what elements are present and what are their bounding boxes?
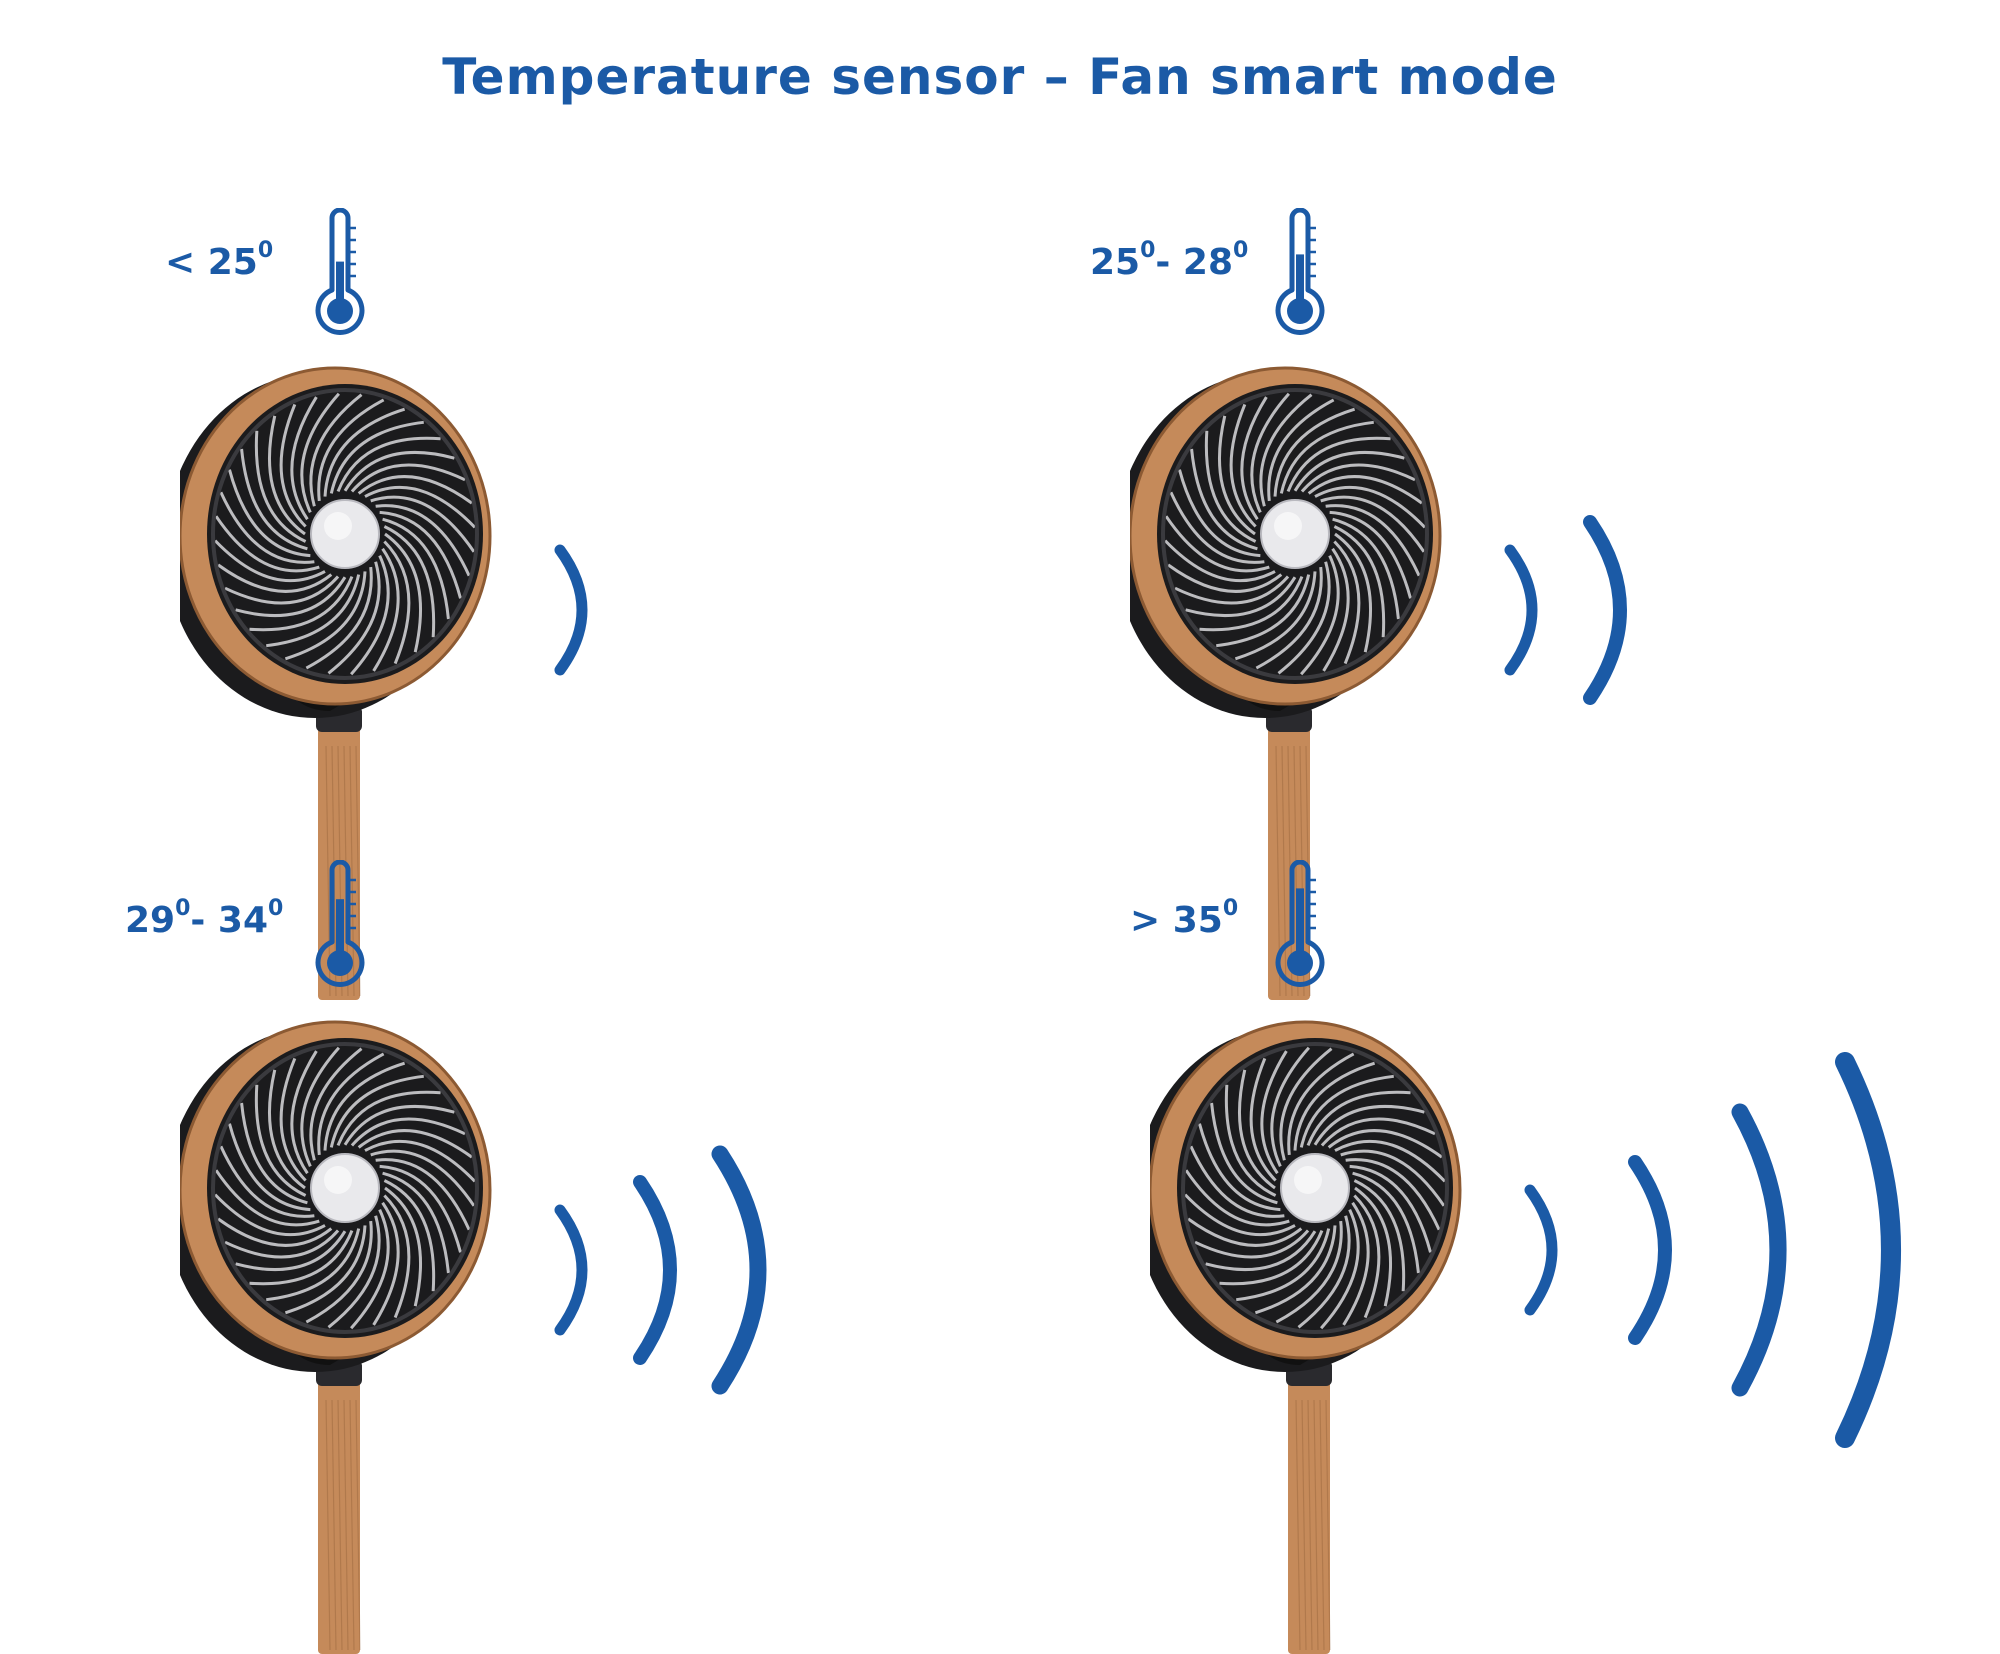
- airflow-wave-icon: [1524, 1184, 1558, 1316]
- thermometer-icon: [315, 208, 365, 335]
- thermometer-icon: [315, 860, 365, 987]
- airflow-waves: [554, 544, 588, 676]
- panel-mode-2: 250- 280: [960, 180, 1960, 1000]
- fan-illustration: [180, 366, 492, 1000]
- temp-range-label: 290- 340: [125, 896, 284, 941]
- airflow-waves: [554, 1145, 767, 1395]
- panel-mode-4: > 350: [960, 850, 1960, 1654]
- airflow-wave-icon: [554, 1204, 588, 1336]
- airflow-wave-icon: [1731, 1103, 1787, 1397]
- temp-range-label: < 250: [165, 238, 274, 283]
- airflow-wave-icon: [554, 544, 588, 676]
- panel-mode-3: 290- 340: [0, 850, 1000, 1654]
- temp-range-label: 250- 280: [1090, 238, 1249, 283]
- page-title: Temperature sensor – Fan smart mode: [442, 48, 1558, 106]
- airflow-wave-icon: [633, 1175, 677, 1365]
- airflow-wave-icon: [711, 1145, 767, 1395]
- airflow-wave-icon: [1835, 1052, 1901, 1448]
- thermometer-icon: [1275, 208, 1325, 335]
- fan-illustration: [180, 1020, 492, 1654]
- temp-range-label: > 350: [1130, 896, 1239, 941]
- airflow-wave-icon: [1628, 1155, 1672, 1345]
- airflow-wave-icon: [1504, 544, 1538, 676]
- thermometer-icon: [1275, 860, 1325, 987]
- airflow-wave-icon: [1583, 515, 1627, 705]
- fan-illustration: [1150, 1020, 1462, 1654]
- panel-mode-1: < 250: [0, 180, 1000, 1000]
- fan-illustration: [1130, 366, 1442, 1000]
- airflow-waves: [1504, 515, 1627, 705]
- airflow-waves: [1524, 1052, 1901, 1448]
